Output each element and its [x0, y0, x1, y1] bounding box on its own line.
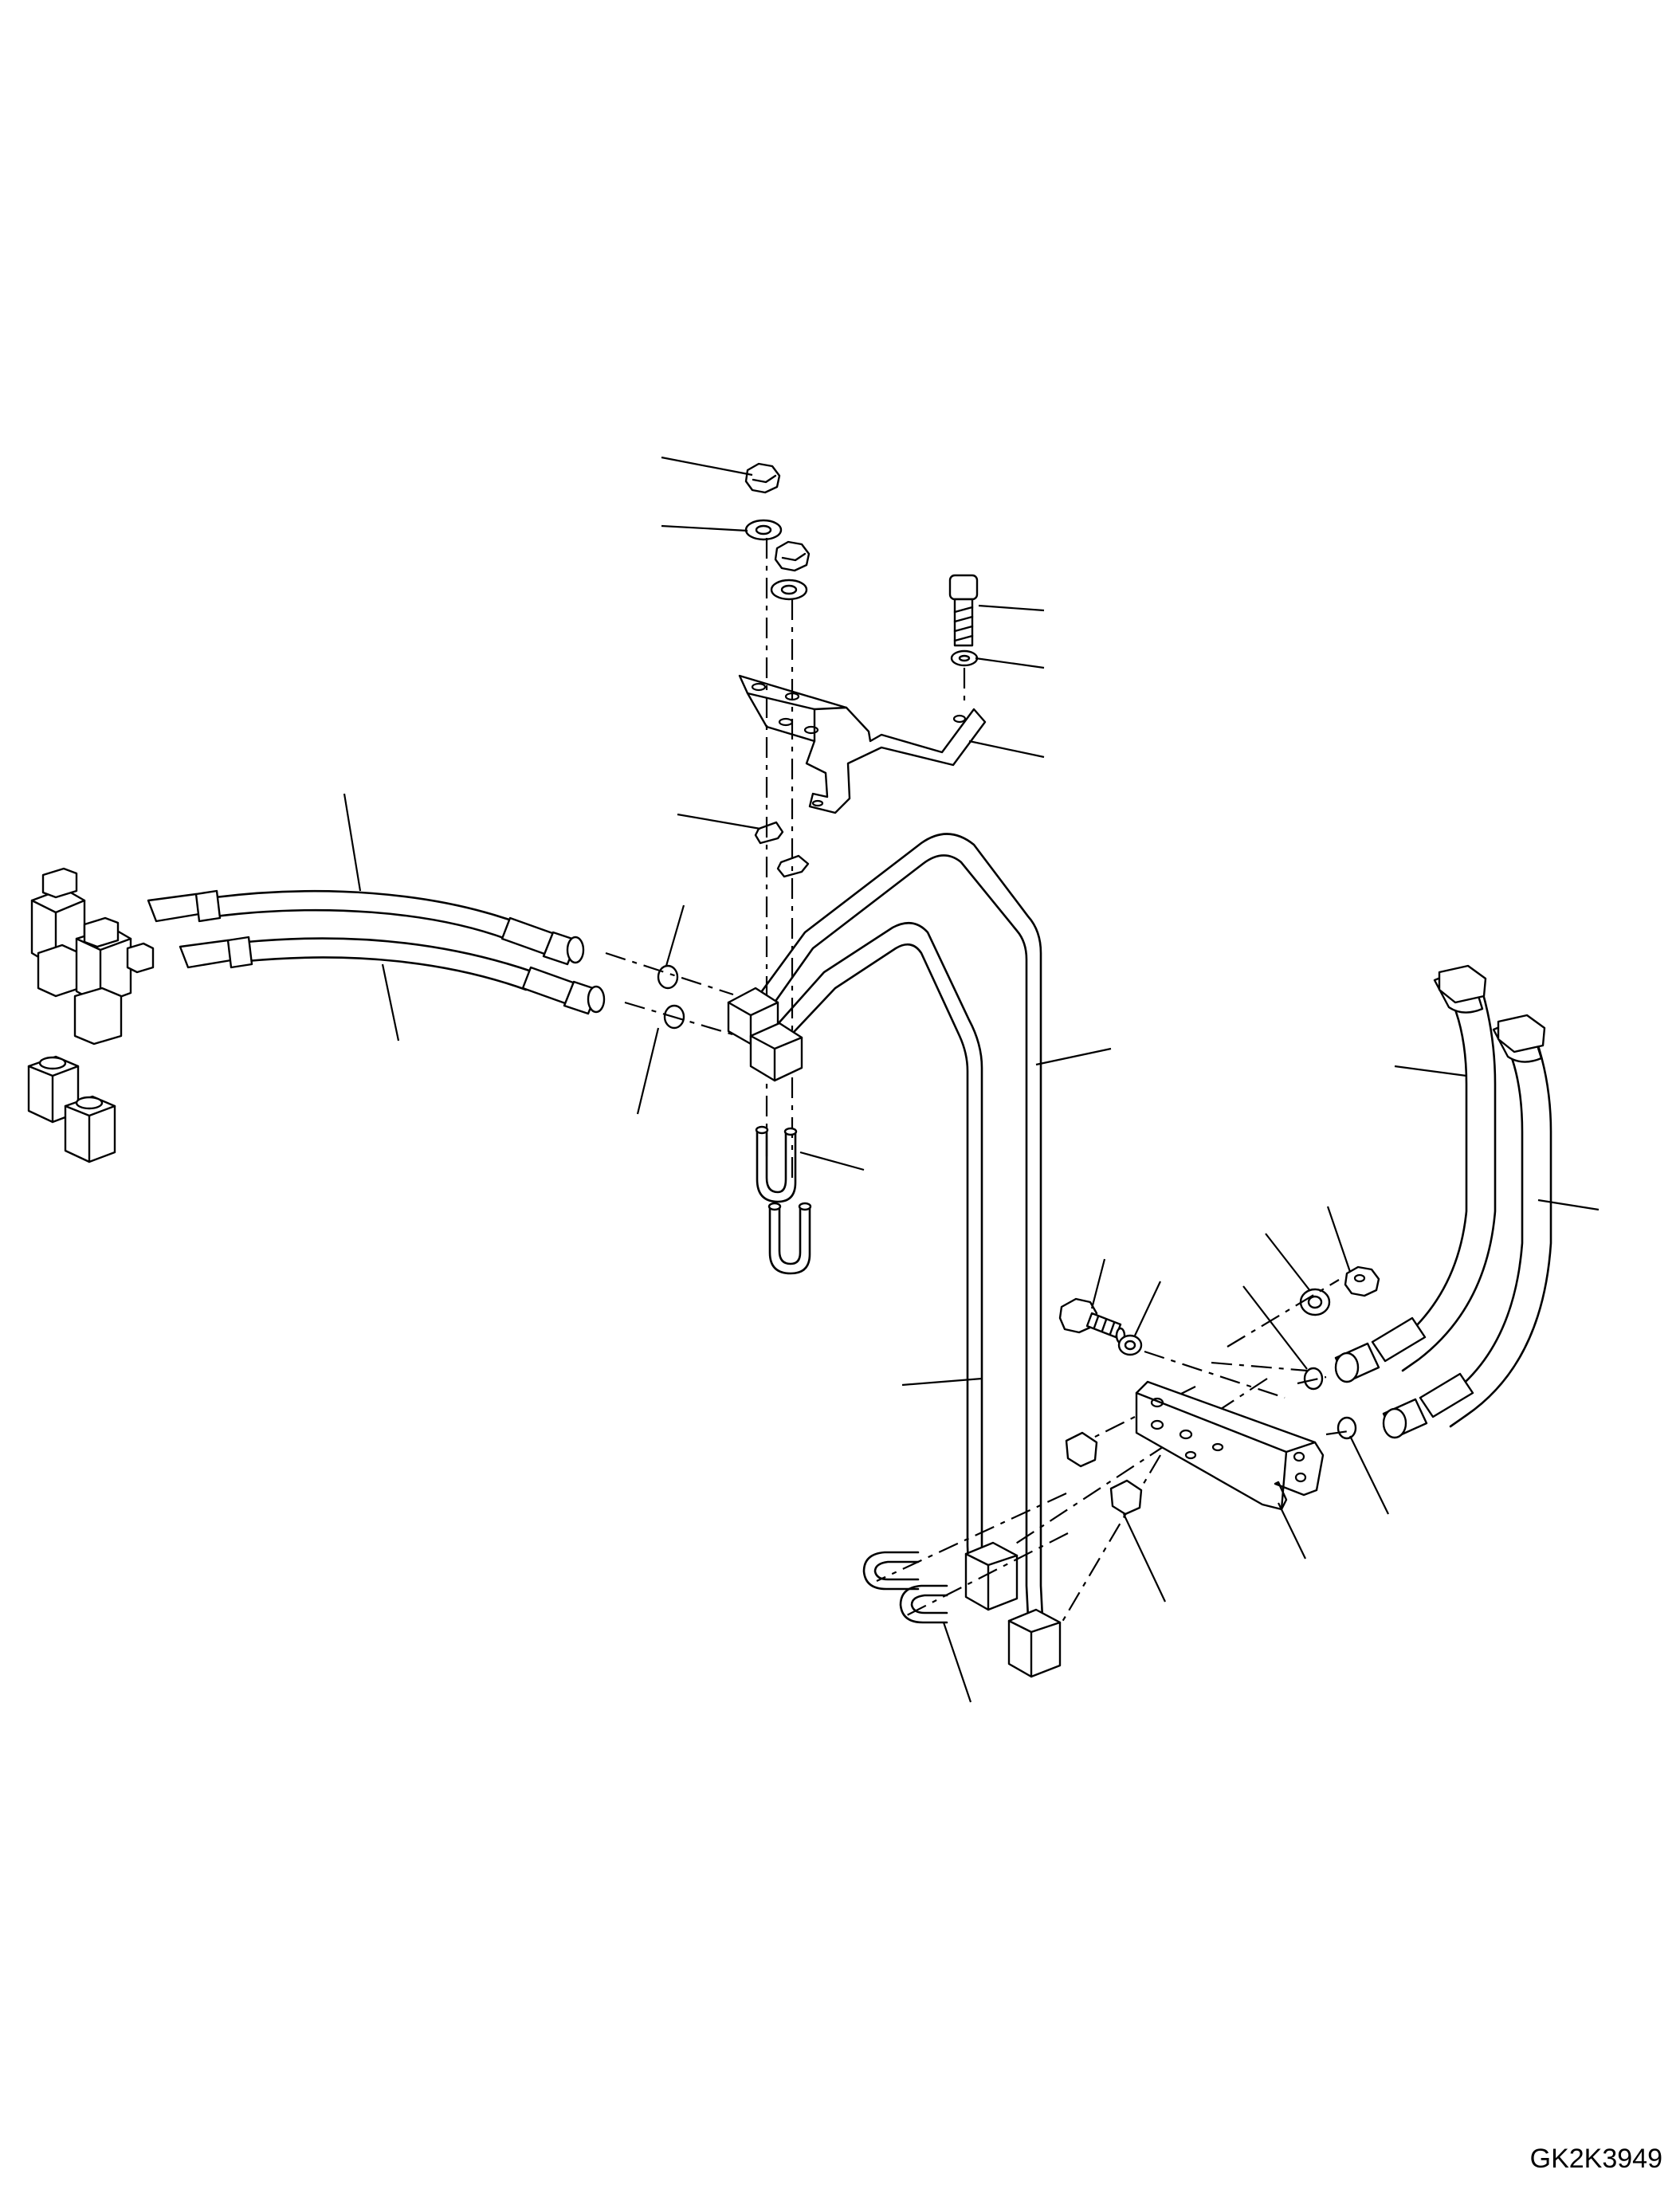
clip-lower-1 [1065, 1431, 1098, 1468]
mid-washer [1117, 1334, 1143, 1356]
steel-tube-inner [770, 921, 985, 1587]
top-nut-1 [744, 462, 781, 494]
clip-lower-2 [1109, 1479, 1143, 1516]
tube-block-bottom-2 [1007, 1608, 1062, 1678]
straight-fitting-2 [64, 1095, 116, 1163]
hose-right-2 [1382, 1014, 1552, 1439]
clip-upper-1 [754, 821, 784, 845]
mounting-bracket-lower [1135, 1380, 1325, 1511]
u-clamp-lower-2 [899, 1584, 948, 1624]
o-ring-right-2 [1337, 1416, 1357, 1440]
mounting-bracket-top [738, 674, 987, 814]
o-ring-right-1 [1303, 1367, 1324, 1391]
u-clamp-center-1 [755, 1125, 798, 1203]
top-nut-2 [774, 540, 811, 572]
elbow-fitting-1 [30, 867, 86, 998]
hose-right-1 [1334, 964, 1497, 1383]
tube-elbow-top-2 [749, 1022, 803, 1082]
right-nut [1344, 1265, 1380, 1297]
u-clamp-lower-1 [862, 1551, 920, 1591]
hose-lower-left [179, 936, 606, 1015]
hose-upper-left [147, 889, 585, 966]
o-ring-left-1 [657, 964, 679, 990]
elbow-fitting-2 [73, 916, 155, 1046]
drawing-code: GK2K3949 [1529, 2144, 1662, 2174]
u-clamp-center-2 [767, 1202, 812, 1275]
top-bolt [948, 574, 979, 647]
tube-block-bottom-1 [964, 1541, 1019, 1611]
top-washer-2 [770, 579, 808, 601]
bolt-washer [950, 649, 979, 667]
top-washer-1 [744, 519, 783, 541]
right-washer [1299, 1288, 1331, 1316]
steel-tube-outer [756, 833, 1044, 1619]
